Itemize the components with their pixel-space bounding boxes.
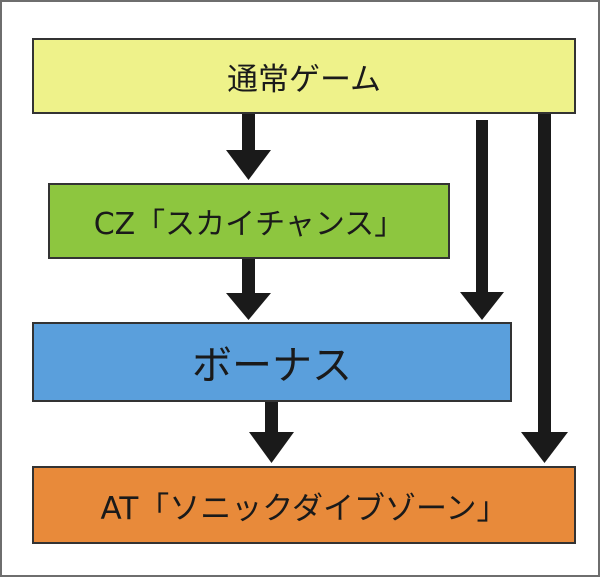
node-label: CZ「スカイチャンス」 xyxy=(93,207,405,242)
node-label: AT「ソニックダイブゾーン」 xyxy=(100,490,508,527)
node-bonus: ボーナス xyxy=(32,322,512,402)
node-at-sonic-dive-zone: AT「ソニックダイブゾーン」 xyxy=(32,466,576,544)
node-label: ボーナス xyxy=(192,343,352,389)
node-cz-sky-chance: CZ「スカイチャンス」 xyxy=(48,183,450,259)
arrow-bonus-to-at xyxy=(249,402,294,463)
arrow-normal-to-cz xyxy=(226,114,271,180)
arrow-cz-to-bonus xyxy=(226,259,271,320)
arrow-normal-to-bonus xyxy=(460,120,504,320)
arrow-normal-to-at xyxy=(521,114,568,463)
node-label: 通常ゲーム xyxy=(226,61,382,98)
node-normal-game: 通常ゲーム xyxy=(32,38,576,114)
